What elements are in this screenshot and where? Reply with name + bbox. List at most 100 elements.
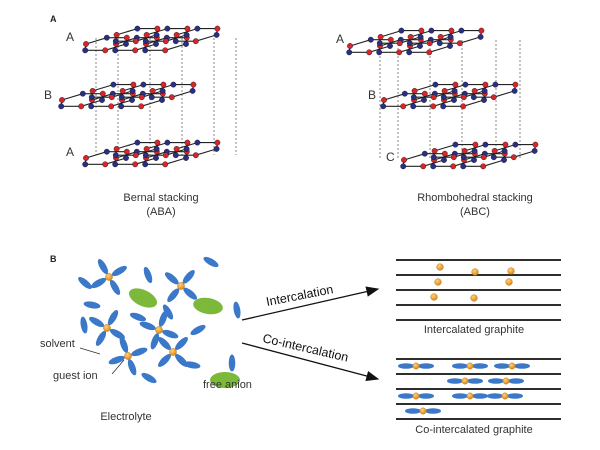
carbon-atom-red: [108, 94, 115, 101]
solvent-molecule: [119, 336, 129, 353]
free-solvent-molecule: [83, 301, 101, 309]
carbon-atom-red: [461, 147, 468, 154]
right-caption-line-2: (ABC): [460, 206, 490, 218]
carbon-bond: [410, 30, 432, 38]
guest-ion: [103, 324, 111, 332]
carbon-bond: [116, 142, 138, 150]
carbon-atom-red: [59, 97, 65, 103]
carbon-bond: [171, 90, 193, 98]
cointercalated-solvent: [508, 378, 524, 384]
carbon-atom-blue: [417, 43, 423, 49]
carbon-atom-blue: [134, 25, 141, 32]
carbon-atom-blue: [477, 34, 484, 40]
carbon-bond: [152, 84, 174, 92]
intercalation-arrow: [241, 286, 380, 321]
solvent-molecule: [175, 337, 188, 350]
cointercalated-solvent: [487, 393, 503, 399]
carbon-atom-red: [154, 25, 161, 32]
carbon-atom-blue: [501, 157, 507, 163]
carbon-atom-red: [426, 40, 433, 47]
carbon-bond: [176, 142, 198, 150]
carbon-atom-blue: [153, 155, 159, 161]
free-anion: [210, 372, 240, 388]
carbon-atom-blue: [512, 141, 519, 148]
carbon-atom-blue: [436, 40, 443, 47]
graphene-layer-top: [346, 27, 485, 56]
carbon-atom-blue: [103, 34, 110, 41]
carbon-atom-red: [430, 94, 437, 101]
carbon-atom-red: [381, 97, 387, 103]
free-solvent-molecule: [129, 312, 147, 322]
cointercalated-solvent: [507, 393, 523, 399]
carbon-atom-red: [192, 152, 199, 159]
carbon-atom-blue: [213, 145, 220, 152]
carbon-atom-blue: [112, 152, 119, 159]
cointercalated-solvent: [452, 393, 468, 399]
cointercalated-solvent: [472, 393, 488, 399]
free-anion: [193, 297, 223, 315]
carbon-bond: [349, 39, 371, 47]
carbon-atom-blue: [213, 32, 220, 38]
carbon-bond: [141, 99, 163, 107]
cointercalated-solvent: [398, 393, 414, 399]
carbon-atom-blue: [451, 88, 458, 94]
carbon-atom-red: [456, 40, 463, 47]
carbon-atom-blue: [430, 163, 437, 170]
carbon-atom-red: [377, 34, 384, 40]
carbon-atom-blue: [432, 81, 439, 88]
carbon-atom-red: [184, 25, 191, 32]
carbon-atom-red: [450, 154, 457, 161]
carbon-atom-red: [138, 103, 145, 110]
carbon-atom-blue: [400, 163, 407, 170]
carbon-atom-red: [89, 88, 96, 94]
carbon-atom-blue: [406, 49, 413, 56]
carbon-bond: [440, 30, 462, 38]
carbon-atom-red: [448, 27, 455, 34]
carbon-atom-blue: [142, 161, 149, 168]
carbon-atom-red: [421, 90, 428, 97]
carbon-atom-red: [491, 147, 498, 154]
cointercalated-ion: [508, 362, 516, 370]
carbon-atom-red: [480, 163, 487, 170]
carbon-atom-red: [214, 25, 221, 32]
right-layer-label-2: B: [368, 88, 376, 102]
left-caption-line-2: (ABA): [146, 206, 175, 218]
carbon-atom-red: [102, 161, 109, 168]
cointercalated-solvent: [398, 363, 414, 369]
carbon-bond: [493, 90, 515, 98]
graphene-layer-middle-atoms: [380, 81, 519, 110]
carbon-atom-blue: [460, 163, 467, 170]
carbon-bond: [165, 43, 187, 51]
graphene-layer-bottom: [400, 141, 539, 170]
carbon-atom-blue: [481, 97, 487, 103]
rhombohedral-stacking-lattice: [346, 27, 539, 170]
guest-ion: [124, 352, 132, 360]
carbon-atom-blue: [194, 25, 201, 32]
carbon-atom-red: [214, 139, 221, 146]
cointercalated-ion: [501, 392, 509, 400]
graphene-layer-middle-atoms: [58, 81, 197, 110]
carbon-atom-blue: [153, 145, 160, 152]
free-solvent-molecule: [233, 301, 241, 319]
carbon-atom-blue: [129, 97, 135, 103]
free-solvent-molecule: [162, 304, 174, 320]
carbon-bond: [414, 84, 436, 92]
carbon-atom-blue: [440, 94, 447, 101]
carbon-atom-blue: [440, 103, 447, 110]
co-intercalated-graphite-illustration: [396, 358, 561, 420]
carbon-atom-red: [162, 152, 169, 159]
carbon-atom-blue: [164, 139, 171, 146]
carbon-atom-blue: [447, 43, 453, 49]
carbon-atom-red: [123, 34, 130, 41]
carbon-atom-red: [482, 81, 489, 88]
carbon-atom-red: [532, 141, 539, 148]
carbon-atom-blue: [531, 147, 538, 154]
carbon-atom-blue: [172, 152, 179, 159]
carbon-atom-red: [418, 27, 425, 34]
carbon-atom-blue: [142, 47, 149, 54]
carbon-atom-blue: [430, 154, 437, 161]
solvent-molecule: [158, 337, 171, 350]
carbon-atom-blue: [387, 43, 393, 49]
co-intercalated-graphite-label: Co-intercalated graphite: [415, 424, 532, 436]
